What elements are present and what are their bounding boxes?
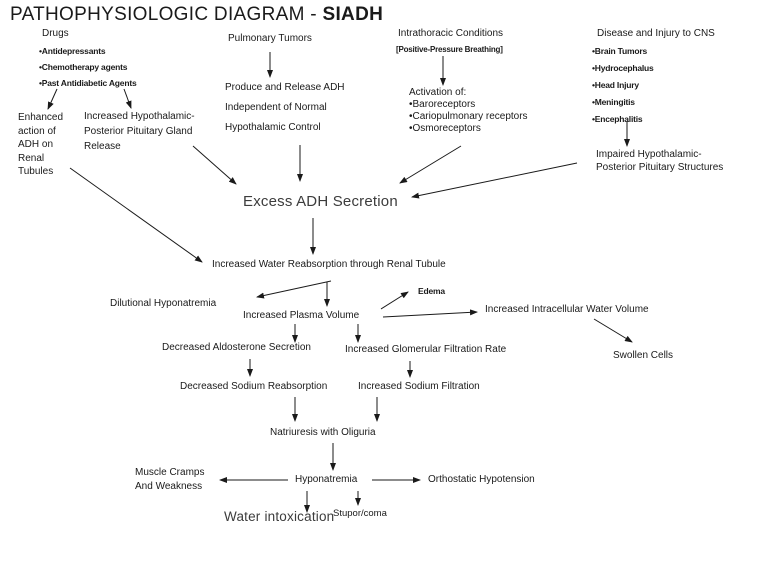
activation-line: Activation of: bbox=[409, 87, 467, 98]
arrow-release-to-excess bbox=[192, 145, 237, 185]
drugs-item: •Past Antidiabetic Agents bbox=[39, 78, 137, 88]
arrow-enhanced-to-water bbox=[69, 167, 203, 263]
drugs-item: •Chemotherapy agents bbox=[39, 62, 128, 72]
node-decreased-aldosterone: Decreased Aldosterone Secretion bbox=[162, 342, 311, 353]
arrow-impaired-to-excess bbox=[411, 162, 578, 199]
node-edema: Edema bbox=[418, 286, 445, 296]
enhanced-line: Tubules bbox=[18, 166, 54, 177]
node-increased-intracellular-water: Increased Intracellular Water Volume bbox=[485, 304, 649, 315]
node-enhanced-action: Enhanced action of ADH on Renal Tubules bbox=[18, 111, 63, 179]
arrow-water-to-dilutional bbox=[256, 280, 332, 299]
impaired-line: Impaired Hypothalamic- bbox=[596, 149, 702, 160]
arrow-drugs-to-enhanced bbox=[47, 88, 58, 110]
node-impaired-structures: Impaired Hypothalamic- Posterior Pituita… bbox=[596, 149, 723, 174]
cns-item: •Brain Tumors bbox=[592, 46, 648, 56]
node-dilutional-hyponatremia: Dilutional Hyponatremia bbox=[110, 298, 217, 309]
node-orthostatic-hypotension: Orthostatic Hypotension bbox=[428, 474, 535, 485]
page-title: PATHOPHYSIOLOGIC DIAGRAM - SIADH bbox=[10, 4, 383, 26]
node-swollen-cells: Swollen Cells bbox=[613, 350, 674, 361]
drugs-item: •Antidepressants bbox=[39, 46, 106, 56]
cns-item: •Hydrocephalus bbox=[592, 63, 654, 73]
node-increased-water-reabsorption: Increased Water Reabsorption through Ren… bbox=[212, 259, 446, 270]
node-activation: Activation of: •Baroreceptors •Cariopulm… bbox=[409, 87, 528, 135]
node-pulmonary-tumors: Pulmonary Tumors bbox=[228, 33, 312, 44]
activation-line: •Cariopulmonary receptors bbox=[409, 111, 528, 122]
page-title-highlight: SIADH bbox=[322, 4, 384, 25]
node-decreased-sodium-reabsorption: Decreased Sodium Reabsorption bbox=[180, 381, 328, 392]
produce-line: Produce and Release ADH bbox=[225, 82, 345, 93]
node-increased-gfr: Increased Glomerular Filtration Rate bbox=[345, 344, 507, 355]
produce-line: Independent of Normal bbox=[225, 102, 327, 113]
arrow-plasma-to-intracellular bbox=[382, 309, 478, 318]
cns-item: •Head Injury bbox=[592, 80, 639, 90]
node-hyponatremia: Hyponatremia bbox=[295, 474, 358, 485]
node-stupor-coma: Stupor/coma bbox=[333, 508, 387, 519]
release-line: Increased Hypothalamic- bbox=[84, 111, 195, 122]
enhanced-line: Renal bbox=[18, 152, 45, 164]
release-line: Posterior Pituitary Gland bbox=[84, 126, 193, 137]
arrow-drugs-to-release bbox=[123, 88, 132, 109]
node-intrathoracic-header: Intrathoracic Conditions bbox=[398, 28, 504, 39]
node-produce-adh: Produce and Release ADH Independent of N… bbox=[225, 78, 345, 138]
node-increased-plasma-volume: Increased Plasma Volume bbox=[243, 310, 360, 321]
release-line: Release bbox=[84, 141, 121, 152]
node-positive-pressure: [Positive-Pressure Breathing] bbox=[396, 45, 503, 54]
muscle-line: And Weakness bbox=[135, 481, 203, 492]
node-cns-list: •Brain Tumors •Hydrocephalus •Head Injur… bbox=[592, 43, 654, 128]
node-water-intoxication: Water intoxication bbox=[224, 509, 335, 524]
node-natriuresis: Natriuresis with Oliguria bbox=[270, 427, 376, 438]
enhanced-line: ADH on bbox=[18, 139, 54, 150]
muscle-line: Muscle Cramps bbox=[135, 467, 205, 478]
node-drugs-header: Drugs bbox=[42, 28, 69, 39]
activation-line: •Baroreceptors bbox=[409, 99, 476, 110]
cns-item: •Encephalitis bbox=[592, 114, 643, 124]
node-excess-adh: Excess ADH Secretion bbox=[243, 193, 398, 210]
cns-item: •Meningitis bbox=[592, 97, 635, 107]
arrow-plasma-to-edema bbox=[380, 291, 409, 310]
arrow-activation-to-excess bbox=[399, 145, 462, 184]
node-drugs-list: •Antidepressants •Chemotherapy agents •P… bbox=[39, 43, 137, 91]
arrow-intracellular-to-swollen bbox=[593, 318, 633, 343]
produce-line: Hypothalamic Control bbox=[225, 122, 321, 133]
node-increased-sodium-filtration: Increased Sodium Filtration bbox=[358, 381, 480, 392]
impaired-line: Posterior Pituitary Structures bbox=[596, 161, 724, 173]
page-title-main: PATHOPHYSIOLOGIC DIAGRAM - bbox=[10, 4, 323, 25]
enhanced-line: Enhanced bbox=[18, 112, 64, 123]
node-muscle-cramps: Muscle Cramps And Weakness bbox=[135, 466, 204, 494]
node-increased-release: Increased Hypothalamic- Posterior Pituit… bbox=[84, 109, 195, 154]
enhanced-line: action of bbox=[18, 125, 56, 137]
node-cns-header: Disease and Injury to CNS bbox=[597, 28, 715, 39]
activation-line: •Osmoreceptors bbox=[409, 123, 481, 134]
